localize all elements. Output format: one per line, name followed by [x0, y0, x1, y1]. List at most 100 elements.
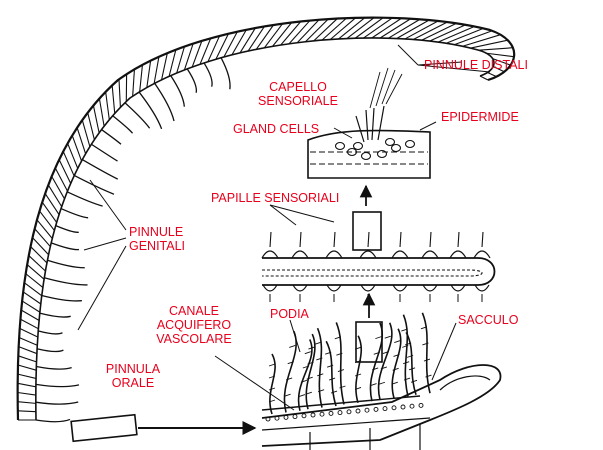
- podium-papilla: [394, 340, 401, 344]
- arm-segment: [329, 17, 357, 40]
- podium: [305, 333, 316, 410]
- canal-cell: [382, 406, 388, 412]
- arm-segment: [58, 159, 72, 184]
- podium-papilla: [306, 376, 313, 380]
- label-gland-cells: GLAND CELLS: [233, 122, 320, 136]
- gland-cells: [334, 137, 416, 161]
- label-papille-sensoriali: PAPILLE SENSORIALI: [211, 191, 340, 205]
- genital-pinnule: [50, 242, 80, 251]
- podium-papilla: [375, 336, 382, 340]
- arm-segment: [44, 193, 60, 215]
- arm-segment: [176, 46, 185, 74]
- label-capello-sensoriale: CAPELLO SENSORIALE: [258, 80, 338, 108]
- arm-segment: [67, 143, 79, 169]
- lower-papilla: [474, 284, 490, 292]
- arm-segment: [54, 167, 68, 192]
- podium-papilla: [334, 336, 341, 340]
- arm-segment: [153, 56, 160, 84]
- podium-papilla: [402, 344, 409, 348]
- podium-papilla: [289, 345, 296, 348]
- canal-cell: [292, 414, 298, 420]
- papilla-bristle: [299, 231, 302, 248]
- papilla-bristle: [429, 231, 432, 248]
- arm-outer-edge: [16, 16, 516, 421]
- podium-papilla: [304, 351, 311, 355]
- genital-pinnule: [36, 365, 72, 370]
- arm-segment: [446, 27, 484, 44]
- arm-segment: [321, 17, 347, 41]
- genital-pinnule: [101, 129, 122, 145]
- podium-detail-box: [355, 321, 383, 363]
- podium-papilla: [337, 369, 345, 373]
- podium-papilla: [285, 377, 293, 381]
- lower-papillae: [262, 284, 490, 302]
- papillae-strip: [261, 211, 496, 302]
- arm-segment: [23, 282, 42, 297]
- podium-papilla: [287, 361, 294, 365]
- arm-segment: [296, 19, 320, 44]
- gland-cell: [390, 143, 402, 153]
- arm-segment: [396, 19, 430, 39]
- podium-papilla: [420, 326, 428, 330]
- canal-cell: [346, 409, 352, 415]
- arm-segment: [313, 18, 338, 42]
- arm-segment: [183, 43, 194, 71]
- canal-cell: [283, 414, 289, 420]
- sensory-papilla: [291, 250, 309, 259]
- label-sacculo: SACCULO: [458, 313, 519, 327]
- arm-segment: [22, 291, 41, 305]
- label-pinnule-distali: PINNULE DISTALI: [424, 58, 528, 72]
- arm-segment: [223, 31, 238, 58]
- gland-cell: [346, 147, 358, 157]
- arm-segment: [17, 373, 37, 380]
- podium: [405, 332, 417, 396]
- canal-cell: [265, 416, 271, 422]
- arm-segment: [492, 58, 511, 66]
- sensory-papilla: [421, 250, 439, 259]
- gland-cell: [360, 151, 372, 161]
- podium-papilla: [401, 328, 408, 332]
- podium-papilla: [392, 367, 399, 371]
- genital-pinnule: [41, 294, 82, 302]
- podium-papilla: [308, 346, 315, 350]
- lower-papilla: [292, 284, 308, 292]
- canal-cell: [418, 402, 424, 408]
- arm-segment: [479, 75, 489, 81]
- podium-papilla: [422, 342, 429, 346]
- canal-cell: [409, 403, 415, 409]
- arm-segment: [18, 355, 37, 363]
- podium-papilla: [268, 363, 276, 367]
- podium: [391, 328, 402, 399]
- podium-papilla: [384, 335, 391, 339]
- papilla-detail-box: [352, 211, 382, 251]
- podium-papilla: [354, 386, 362, 390]
- genital-pinnule: [203, 62, 213, 87]
- podium-papilla: [300, 379, 308, 383]
- podium-papilla: [403, 377, 411, 381]
- canal-cell: [364, 407, 370, 413]
- oral-pinnule-detail: [261, 312, 502, 450]
- podium: [377, 322, 393, 400]
- podium: [335, 322, 345, 405]
- arm-segment: [146, 60, 152, 88]
- podium: [355, 335, 363, 404]
- podium-papilla: [410, 379, 418, 383]
- arm-segment: [421, 22, 457, 41]
- arm-segment: [363, 17, 393, 39]
- label-pinnula-orale-line2: ORALE: [111, 376, 155, 390]
- arm-segment: [32, 237, 49, 256]
- arm-segment: [215, 33, 229, 60]
- podium-papilla: [268, 375, 276, 379]
- genital-pinnule: [55, 224, 79, 233]
- podium-papilla: [339, 385, 346, 389]
- arm-segment: [139, 64, 143, 92]
- lower-papilla: [450, 284, 466, 292]
- podium-papilla: [423, 358, 431, 362]
- label-capello-line1: CAPELLO: [269, 80, 327, 94]
- arm-segment: [346, 17, 375, 39]
- label-pinnula-orale: PINNULA ORALE: [100, 362, 166, 390]
- lower-papilla: [392, 284, 408, 292]
- gland-cell: [404, 139, 416, 149]
- arm-segment: [207, 35, 221, 62]
